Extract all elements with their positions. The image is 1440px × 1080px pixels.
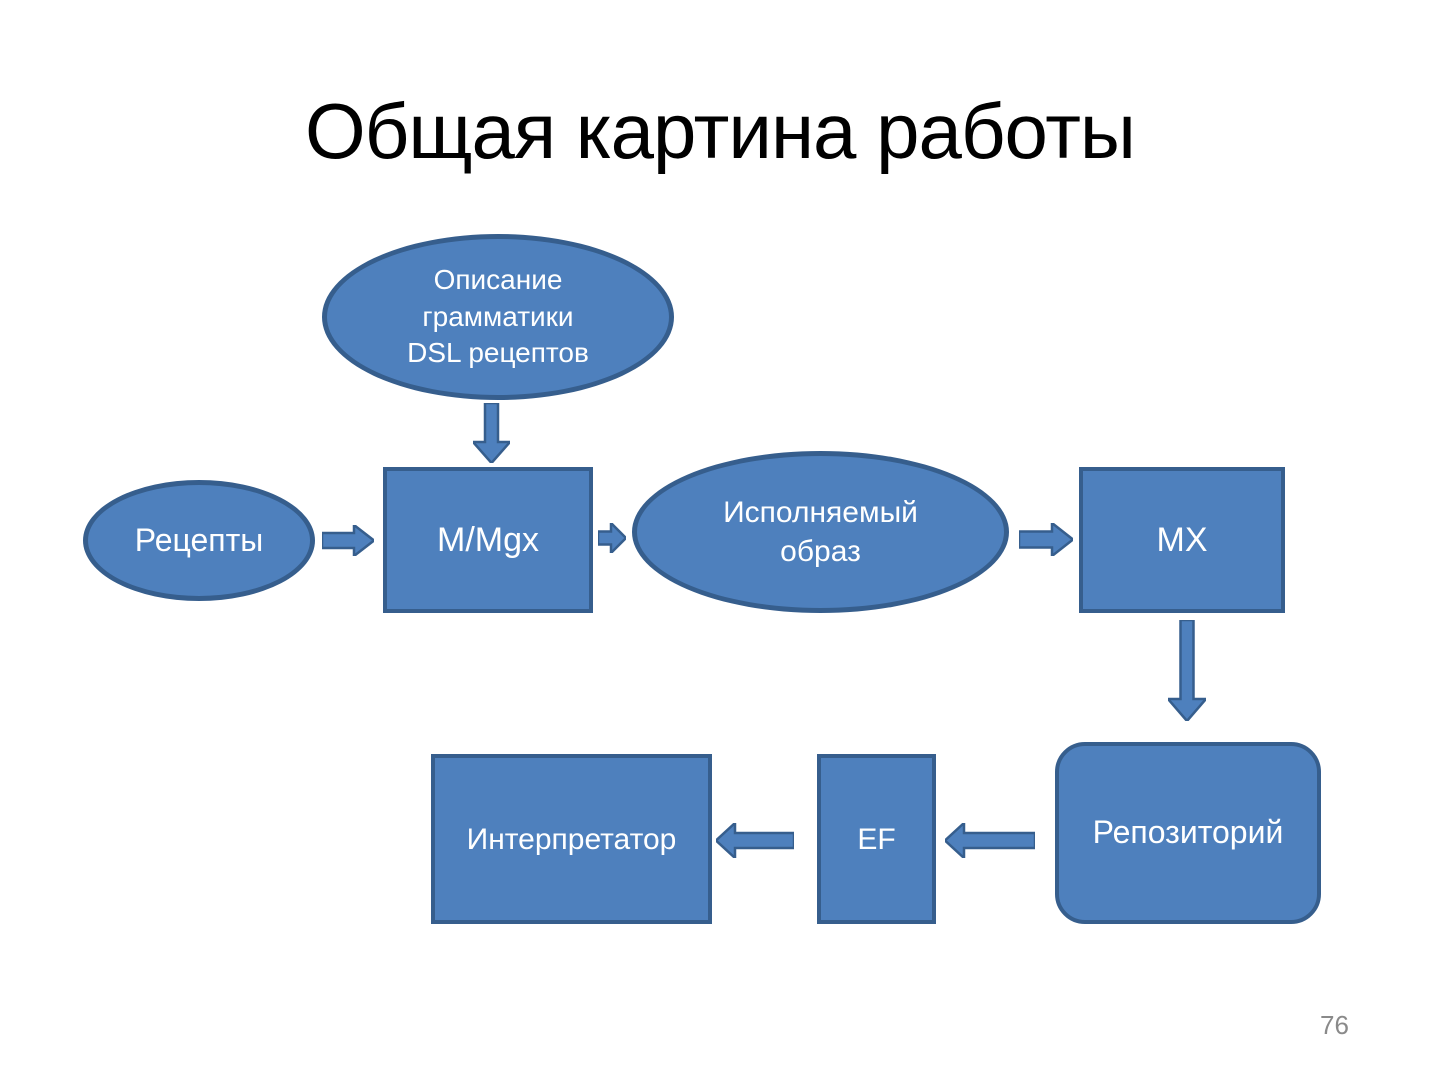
node-label: грамматики bbox=[422, 300, 574, 332]
node-label: образ bbox=[780, 535, 861, 568]
node-executable-image: Исполняемый образ bbox=[632, 451, 1009, 613]
node-label: M/Mgx bbox=[437, 520, 539, 559]
arrow-grammar-to-mmgx-icon bbox=[473, 403, 510, 463]
arrow-ef-to-interpreter-icon bbox=[716, 823, 794, 858]
node-label: Исполняемый bbox=[723, 496, 918, 529]
node-grammar-description: Описание грамматики DSL рецептов bbox=[322, 234, 674, 400]
arrow-mx-to-repository-icon bbox=[1168, 620, 1206, 721]
node-interpreter: Интерпретатор bbox=[431, 754, 712, 924]
node-label: DSL рецептов bbox=[407, 337, 589, 369]
node-label: Интерпретатор bbox=[466, 822, 677, 856]
node-label: Рецепты bbox=[134, 521, 264, 558]
arrow-recipes-to-mmgx-icon bbox=[322, 525, 374, 556]
arrow-repository-to-ef-icon bbox=[945, 823, 1035, 858]
node-recipes: Рецепты bbox=[83, 480, 315, 601]
node-repository: Репозиторий bbox=[1055, 742, 1321, 924]
page-number: 76 bbox=[1320, 1010, 1349, 1040]
node-label: Описание bbox=[433, 264, 563, 296]
arrow-image-to-mx-icon bbox=[1019, 523, 1073, 556]
node-label: EF bbox=[857, 822, 896, 856]
node-label: MX bbox=[1156, 520, 1208, 559]
node-mmgx: M/Mgx bbox=[383, 467, 593, 613]
node-ef: EF bbox=[817, 754, 936, 924]
node-mx: MX bbox=[1079, 467, 1285, 613]
arrow-mmgx-to-image-icon bbox=[598, 523, 626, 553]
slide-title: Общая картина работы bbox=[304, 87, 1136, 175]
node-label: Репозиторий bbox=[1092, 814, 1284, 851]
